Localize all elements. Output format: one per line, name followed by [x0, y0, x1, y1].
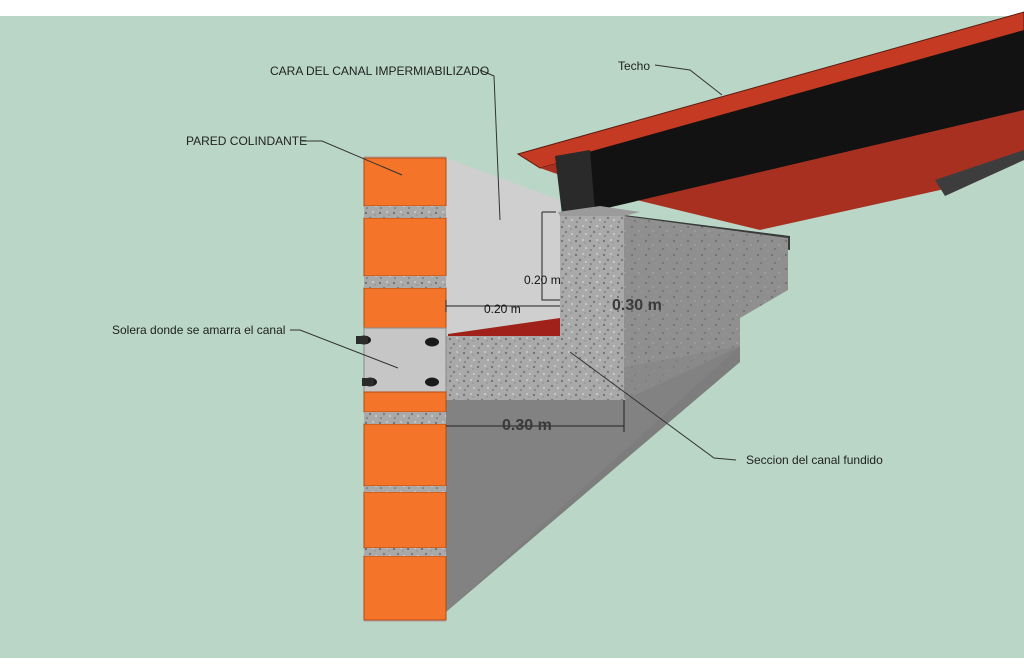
label-solera: Solera donde se amarra el canal — [112, 323, 285, 337]
label-pared-colindante: PARED COLINDANTE — [186, 134, 307, 148]
rebar-ends — [356, 335, 439, 387]
dim-channel-width: 0.20 m — [484, 302, 521, 316]
dimension-lines — [445, 211, 625, 432]
dim-lip-height: 0.30 m — [612, 297, 662, 314]
dim-base-width: 0.30 m — [502, 417, 552, 434]
leader-lines — [290, 64, 737, 461]
label-seccion-canal: Seccion del canal fundido — [746, 453, 883, 467]
concrete-canal — [446, 158, 788, 612]
label-techo: Techo — [618, 59, 650, 73]
brick-wall — [356, 156, 447, 622]
roof — [516, 11, 1024, 250]
label-cara-canal: CARA DEL CANAL IMPERMIABILIZADO — [270, 64, 489, 78]
dim-channel-height: 0.20 m — [524, 273, 561, 287]
